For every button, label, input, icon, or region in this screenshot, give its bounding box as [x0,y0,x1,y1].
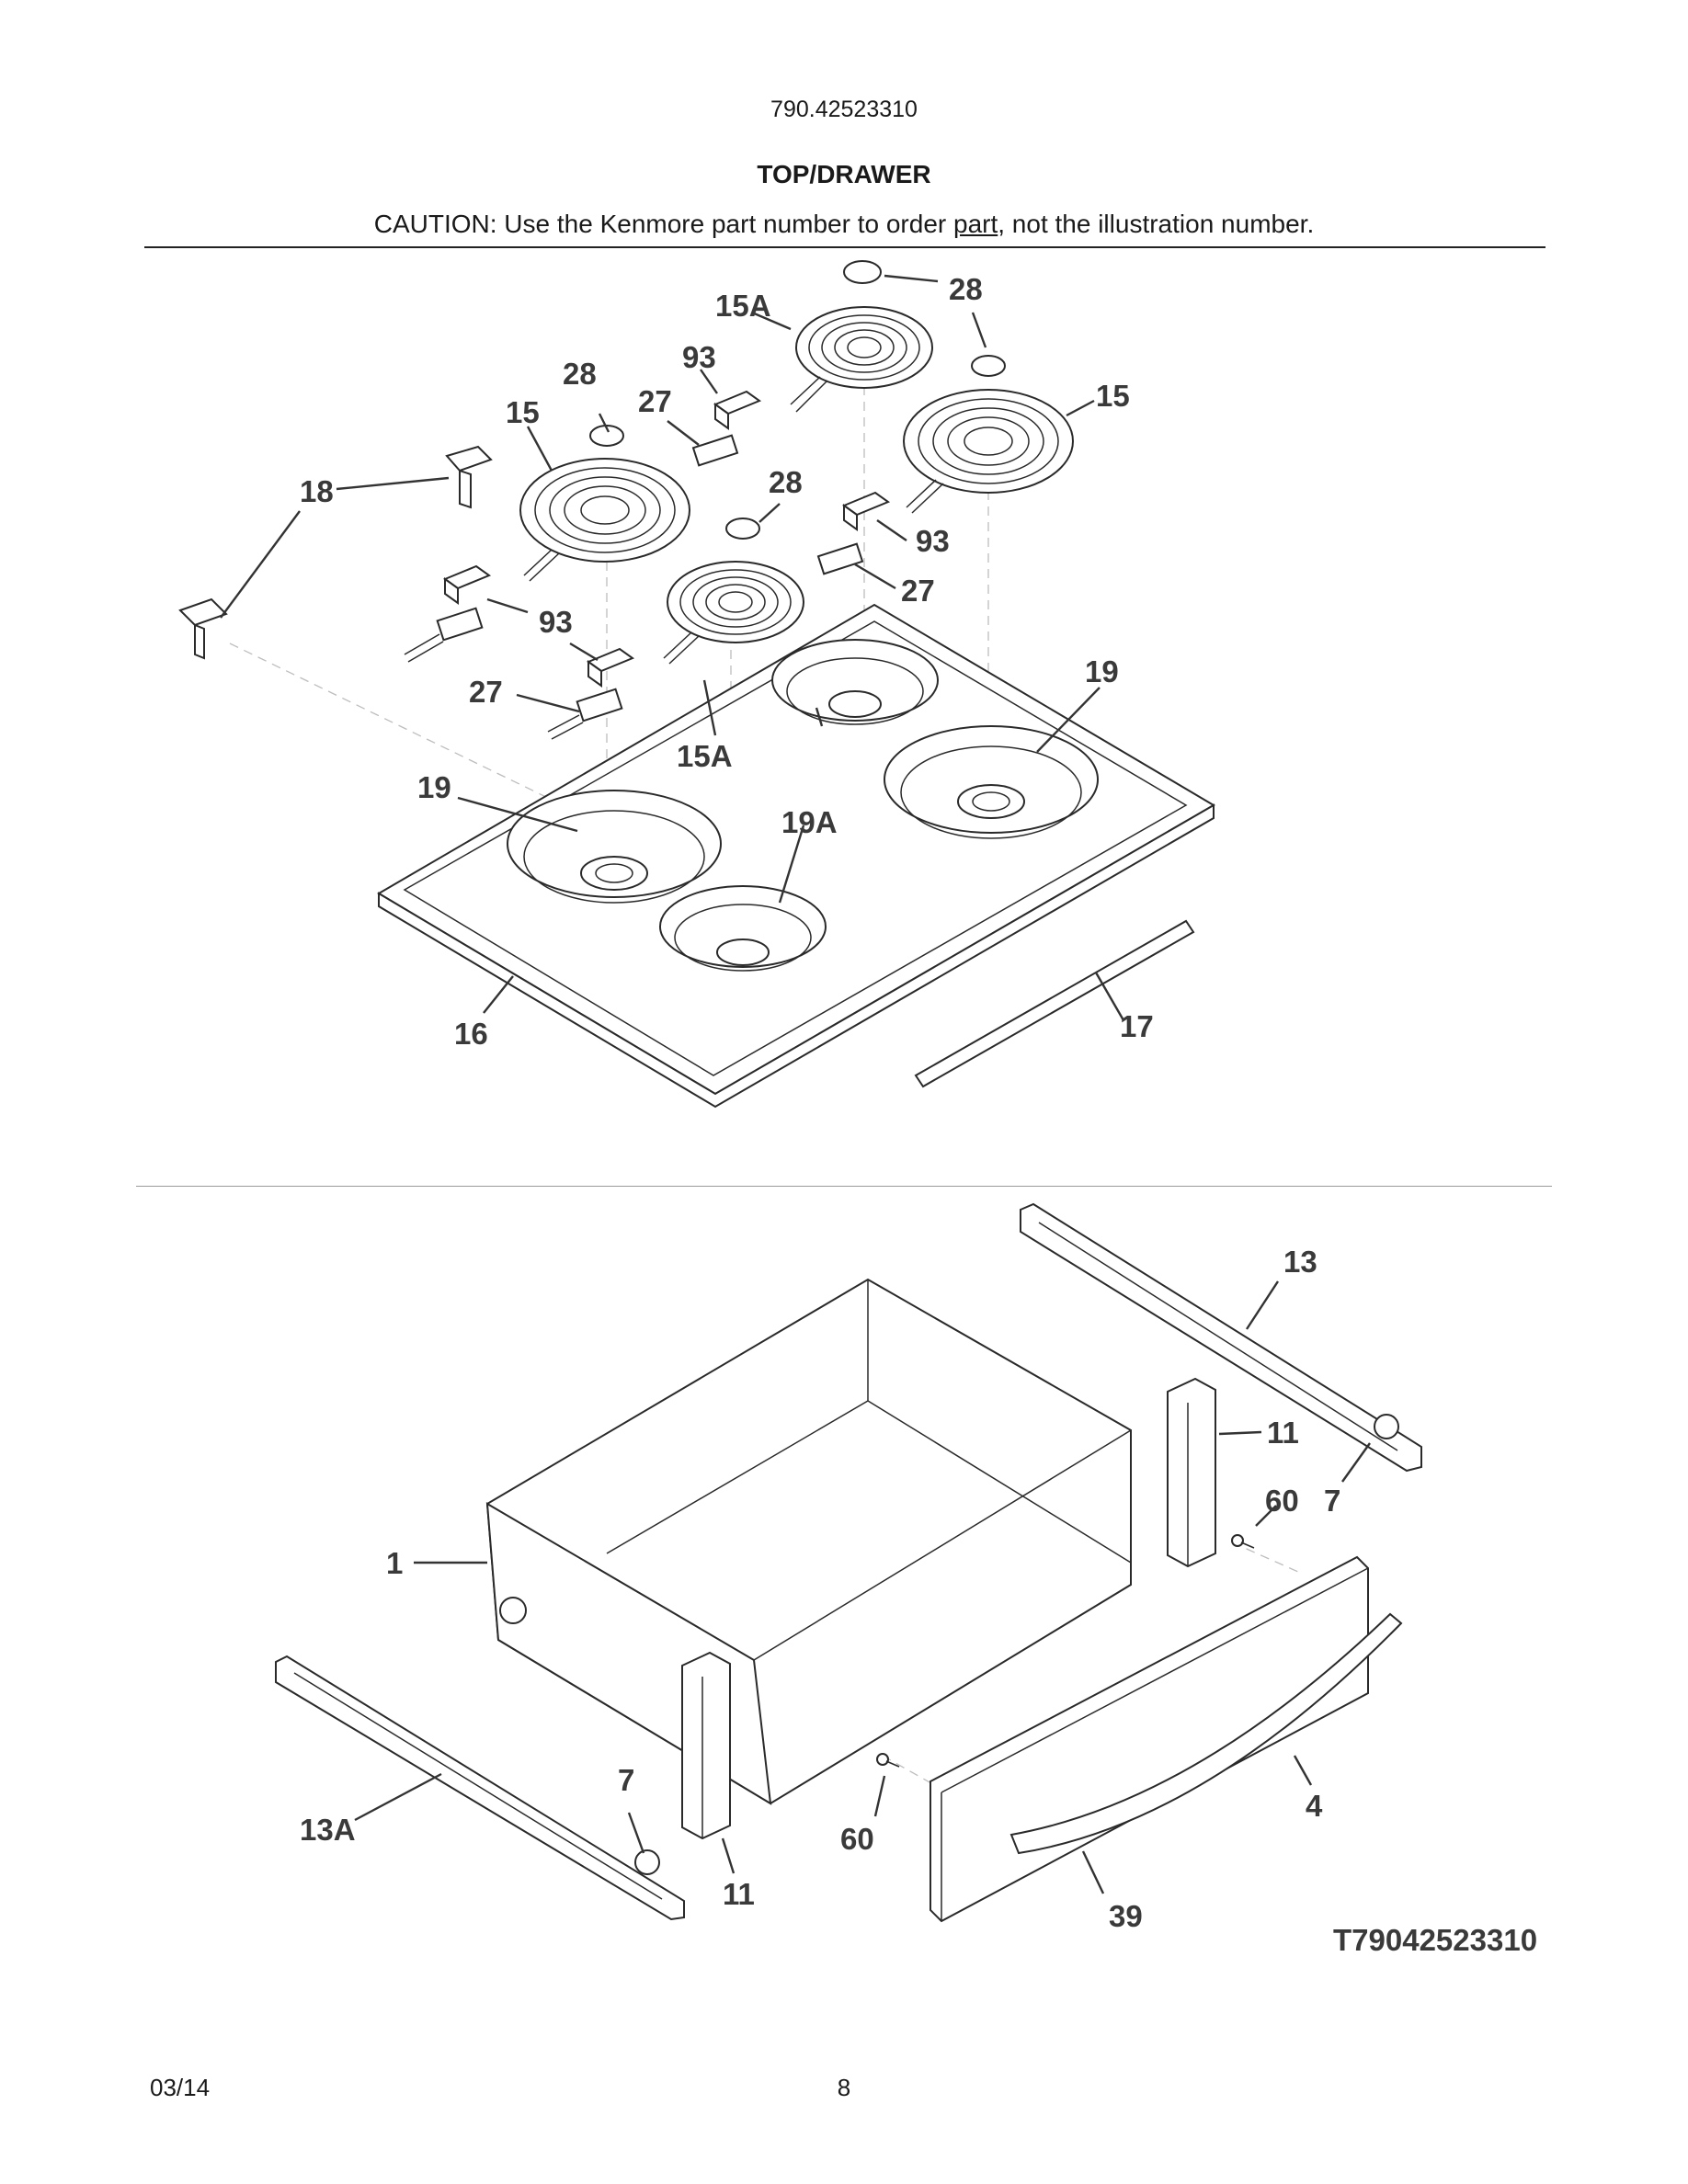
insulator-28-mid [725,518,760,540]
label-15a-top: 15A [715,289,771,323]
surface-element-15a-front [663,561,804,665]
label-16: 16 [454,1017,488,1051]
drawer-box [485,1278,1132,1805]
receptacle-93-top [713,390,762,430]
caution-text-after: , not the illustration number. [998,210,1315,238]
caution-text-before: CAUTION: Use the Kenmore part number to … [373,210,953,238]
diagram-code: T79042523310 [1333,1923,1537,1957]
caution-note: CAUTION: Use the Kenmore part number to … [0,210,1688,239]
label-28-top: 28 [949,272,983,306]
label-11-right: 11 [1267,1416,1299,1450]
label-93-top: 93 [682,340,716,374]
label-13: 13 [1283,1245,1317,1279]
bracket-18-upper [445,445,493,509]
cooktop-assembly: 28 15A 93 28 27 15 15 18 28 93 27 93 27 … [178,260,1215,1109]
label-15-left: 15 [506,395,540,429]
receptacle-93-left [442,564,492,605]
terminal-block-27-top [691,434,739,467]
receptacle-93-front [586,647,635,688]
insulator-28-right [971,355,1006,377]
label-17: 17 [1120,1009,1154,1043]
drawer-handle [1009,1612,1403,1855]
drip-pan-19a-rear [771,639,939,725]
surface-element-15-right [903,389,1074,514]
caution-part-word: part [953,210,998,238]
terminal-block-27-left [436,607,484,642]
label-15a-bottom: 15A [677,739,733,773]
label-93-left: 93 [539,605,573,639]
label-15-right: 15 [1096,379,1130,413]
label-27-left: 27 [469,675,503,709]
label-7-left: 7 [618,1763,634,1797]
section-title: TOP/DRAWER [757,160,931,188]
terminal-block-27-front [576,688,623,722]
label-28-mid: 28 [769,465,803,499]
label-18: 18 [300,474,334,508]
insulator-28-top [843,260,882,284]
drip-pan-19a-front [659,885,827,972]
surface-element-15-left [519,458,690,582]
drawer-slide-11-right [1167,1377,1216,1568]
label-13a: 13A [300,1813,356,1847]
label-27-right: 27 [901,574,935,608]
drawer-slide-11-left [681,1651,731,1840]
label-27-top: 27 [638,384,672,418]
label-93-right: 93 [916,524,950,558]
label-1: 1 [386,1546,403,1580]
section-divider [136,1186,1552,1187]
screw-60-right [1231,1534,1255,1549]
label-19a: 19A [781,805,838,839]
label-4: 4 [1306,1789,1323,1823]
label-19-left: 19 [417,770,451,804]
footer-page-number: 8 [837,2074,851,2101]
surface-element-15a-rear [790,306,933,413]
label-28-left: 28 [563,357,597,391]
screw-60-left [876,1753,900,1768]
header-rule [144,246,1545,248]
terminal-block-27-right [816,542,864,575]
bracket-18-lower [178,597,228,660]
drip-pan-19-left [507,790,722,904]
label-60-right: 60 [1265,1484,1299,1518]
label-60-left: 60 [840,1822,874,1856]
drip-pan-19-right [884,725,1099,839]
model-number: 790.42523310 [770,97,918,122]
label-39: 39 [1109,1899,1143,1933]
label-19-right: 19 [1085,654,1119,688]
receptacle-93-right [841,491,891,531]
label-7-right: 7 [1324,1484,1340,1518]
drawer-assembly: 13 11 60 7 1 7 13A 60 4 11 39 [275,1202,1422,1933]
insulator-28-left [589,425,624,447]
drawer-rail-13 [1020,1202,1422,1473]
footer-date: 03/14 [150,2074,211,2101]
label-11-left: 11 [723,1877,755,1911]
